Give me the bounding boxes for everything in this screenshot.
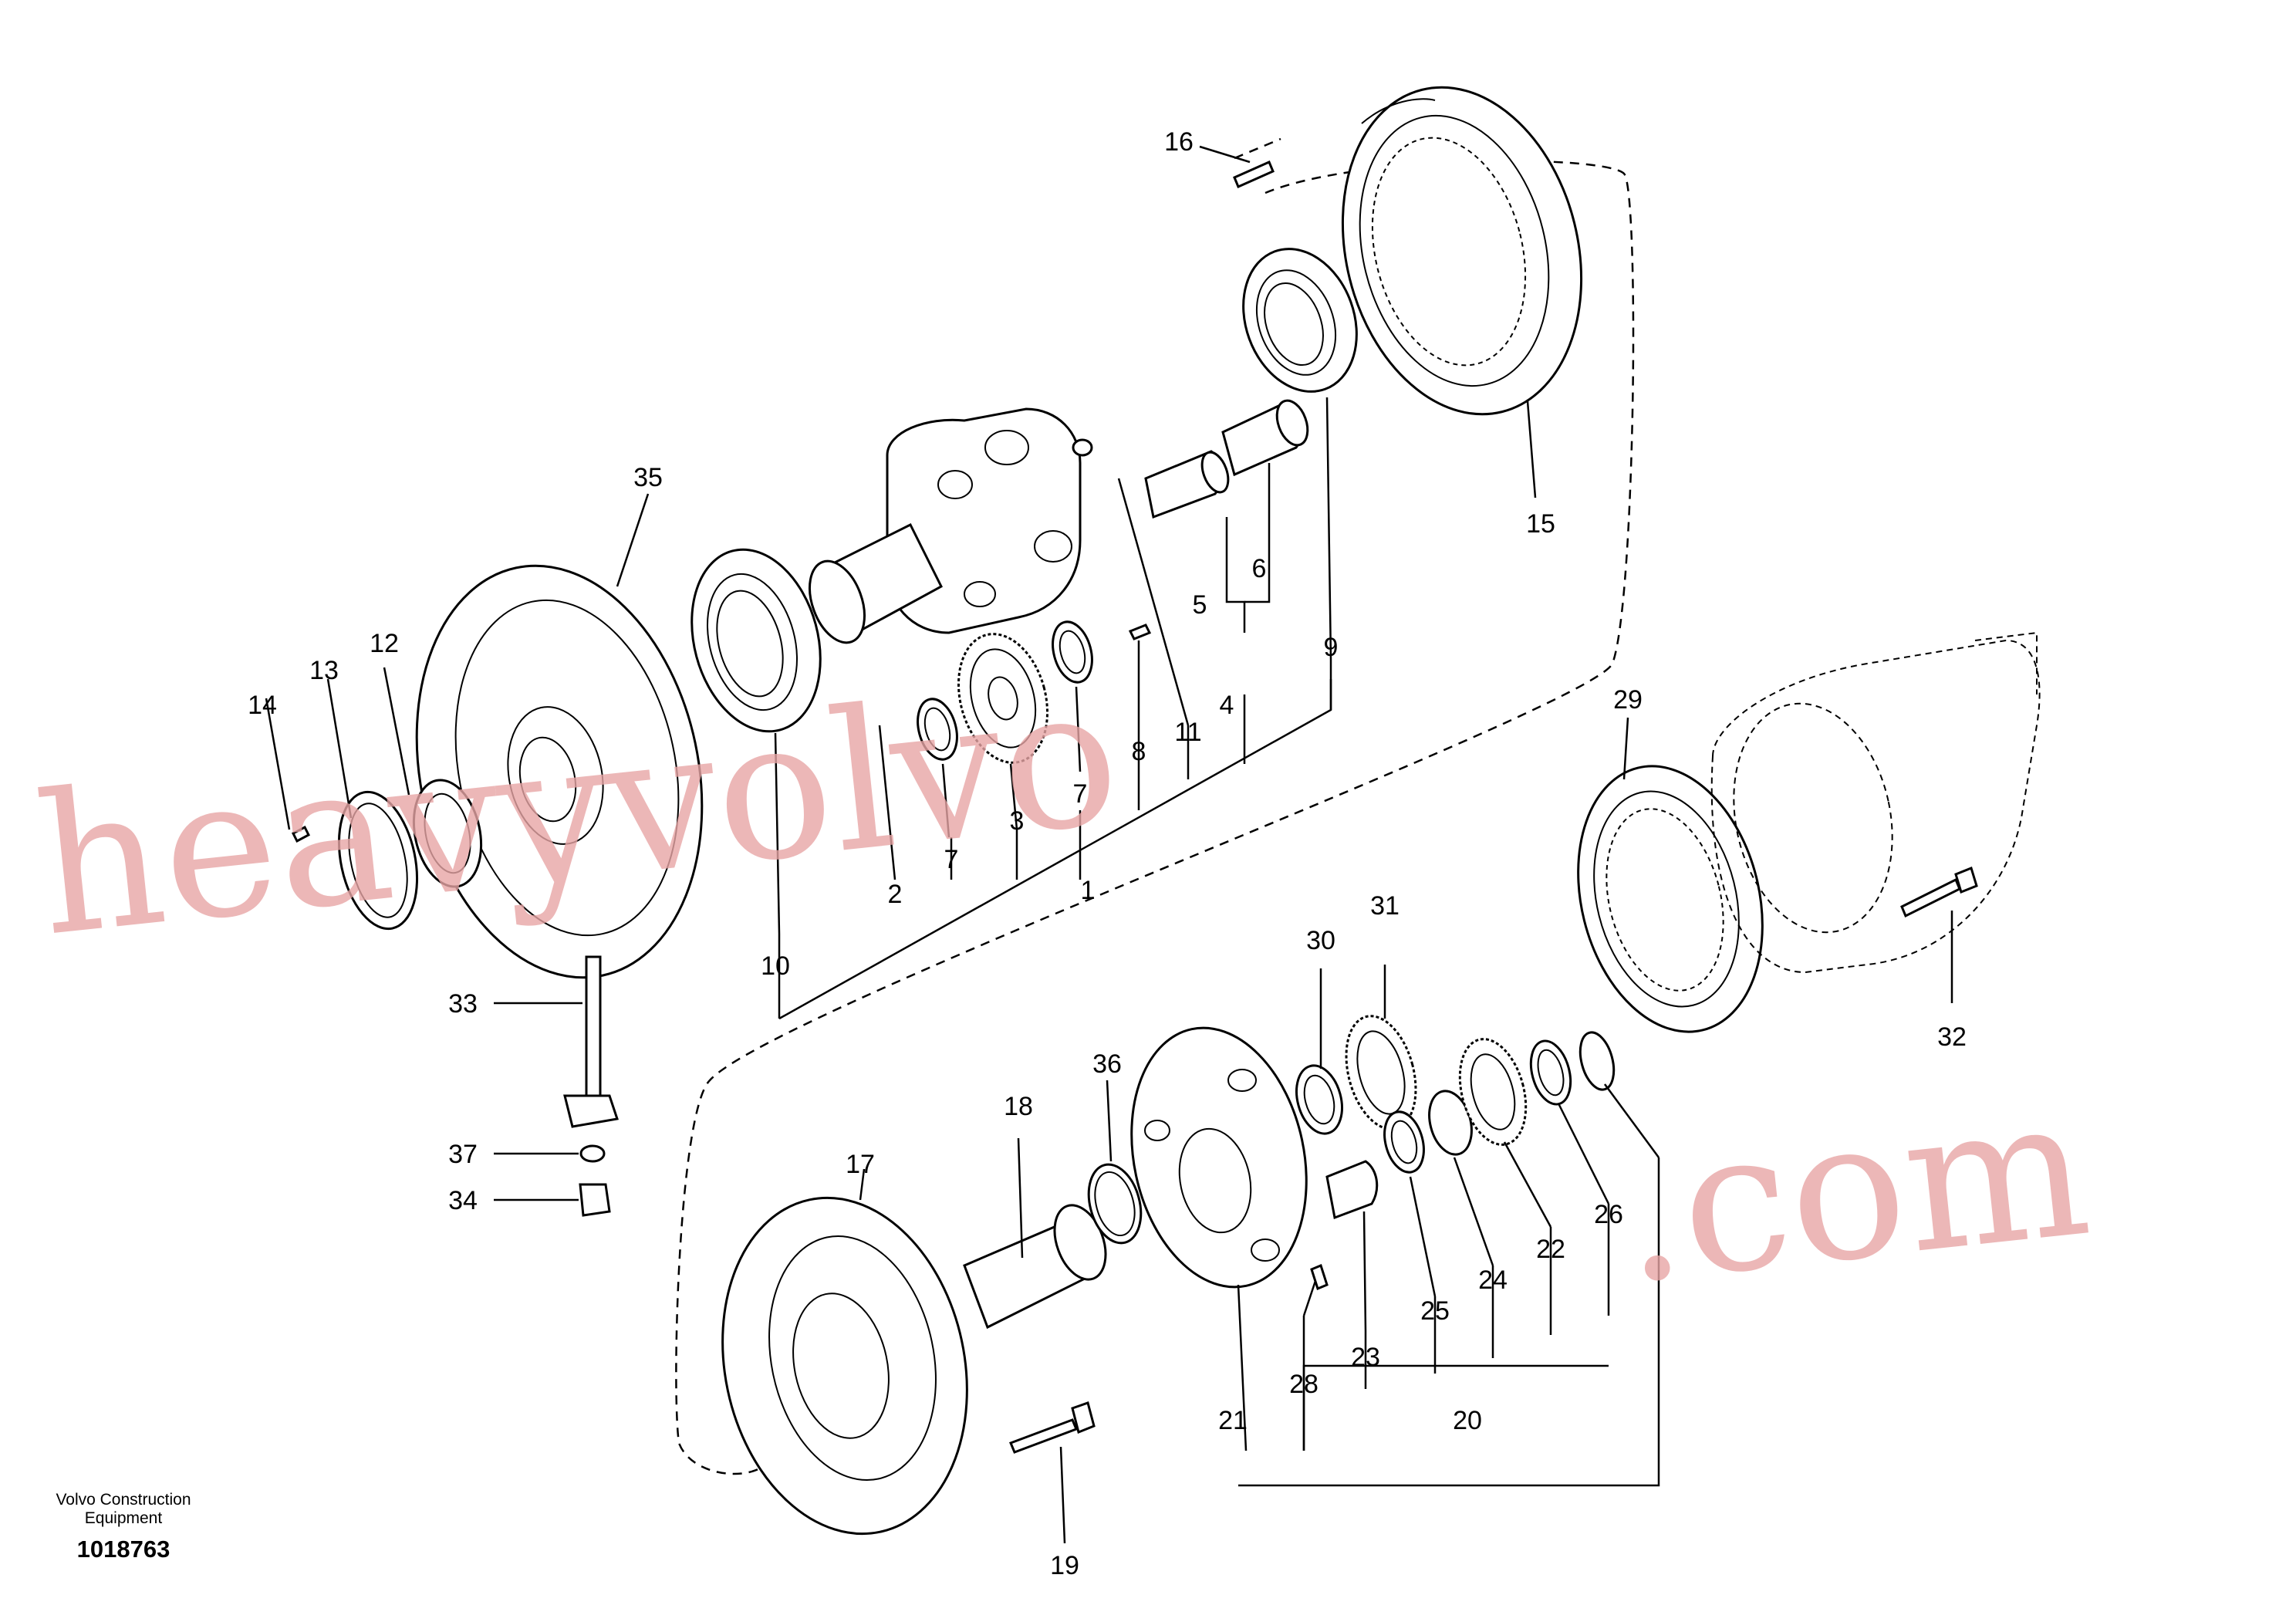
ring-gear-15 xyxy=(1341,86,1583,416)
watermark-text-right: .com xyxy=(1609,1054,2098,1326)
bearing-9 xyxy=(1242,248,1358,393)
part-label-19: 19 xyxy=(1050,1551,1079,1580)
part-label-13: 13 xyxy=(309,656,339,685)
part-label-32: 32 xyxy=(1937,1022,1967,1052)
part-label-10: 10 xyxy=(761,951,790,981)
part-label-15: 15 xyxy=(1526,509,1555,539)
plug-34 xyxy=(579,1183,611,1217)
leader-lines-lower xyxy=(859,965,1660,1544)
part-label-5: 5 xyxy=(1193,590,1207,620)
part-label-3: 3 xyxy=(1010,806,1025,836)
part-label-11: 11 xyxy=(1174,718,1201,747)
planet-carrier-21 xyxy=(1130,1026,1308,1289)
footer: Volvo Construction Equipment 1018763 xyxy=(56,1491,191,1563)
part-label-14: 14 xyxy=(248,691,277,720)
part-label-35: 35 xyxy=(633,463,663,492)
screw-14 xyxy=(292,825,310,843)
part-label-21: 21 xyxy=(1218,1406,1248,1435)
part-label-22: 22 xyxy=(1536,1235,1565,1264)
part-label-28: 28 xyxy=(1289,1370,1319,1399)
part-label-1: 1 xyxy=(1081,876,1096,905)
part-label-6: 6 xyxy=(1252,554,1267,583)
part-label-18: 18 xyxy=(1004,1092,1033,1121)
plug-11 xyxy=(1072,438,1093,457)
part-label-8: 8 xyxy=(1132,737,1146,766)
part-label-12: 12 xyxy=(370,629,399,658)
planet-carrier-2 xyxy=(809,407,1082,644)
ring-gear-29 xyxy=(1577,765,1764,1033)
part-label-4: 4 xyxy=(1220,691,1234,720)
pipe-33 xyxy=(563,955,619,1128)
shaft-23 xyxy=(1325,1160,1379,1220)
thrust-washer-25 xyxy=(1383,1110,1425,1174)
part-label-31: 31 xyxy=(1370,891,1400,921)
seal-12 xyxy=(412,779,483,888)
bearing-10 xyxy=(690,548,822,733)
retaining-plate-13 xyxy=(337,790,419,931)
brand-line-1: Volvo Construction xyxy=(56,1491,191,1509)
leader-lines xyxy=(265,145,1953,1201)
housing-35 xyxy=(415,564,704,979)
part-label-36: 36 xyxy=(1092,1049,1122,1079)
o-ring-37 xyxy=(579,1144,606,1163)
part-label-20: 20 xyxy=(1453,1406,1482,1435)
spring-pin-8 xyxy=(1128,623,1152,640)
snap-ring-36 xyxy=(1087,1163,1143,1245)
part-label-7-left: 7 xyxy=(944,845,959,874)
part-label-33: 33 xyxy=(448,989,478,1019)
travel-motor-outline xyxy=(1710,631,2041,974)
assembly-outline xyxy=(675,160,1635,1475)
planet-gear-22 xyxy=(1458,1038,1528,1146)
part-label-24: 24 xyxy=(1478,1265,1508,1295)
thrust-washer-7-left xyxy=(917,698,958,761)
thrust-washer-30 xyxy=(1295,1064,1343,1135)
part-label-37: 37 xyxy=(448,1140,478,1169)
part-label-26: 26 xyxy=(1594,1200,1623,1229)
part-label-30: 30 xyxy=(1306,926,1335,955)
part-label-23: 23 xyxy=(1351,1343,1380,1372)
pin-5 xyxy=(1144,450,1230,519)
thrust-washer-26 xyxy=(1529,1039,1572,1106)
part-label-17: 17 xyxy=(846,1150,875,1179)
part-label-2: 2 xyxy=(888,880,903,909)
planet-gear-3 xyxy=(957,633,1049,764)
cover-17 xyxy=(721,1196,968,1536)
snap-ring-27 xyxy=(1578,1031,1616,1091)
sun-shaft-18 xyxy=(963,1204,1107,1330)
part-label-25: 25 xyxy=(1420,1296,1450,1326)
part-label-34: 34 xyxy=(448,1186,478,1215)
part-label-29: 29 xyxy=(1613,685,1643,715)
brand-line-2: Equipment xyxy=(85,1509,163,1527)
pin-6 xyxy=(1221,399,1309,477)
part-label-7-right: 7 xyxy=(1073,779,1088,809)
drawing-number: 1018763 xyxy=(77,1536,171,1563)
part-label-9: 9 xyxy=(1324,633,1339,662)
planet-gear-31 xyxy=(1345,1015,1417,1130)
part-labels: 1 2 3 4 5 6 7 7 8 9 10 11 12 13 14 15 16… xyxy=(248,127,1967,1580)
assembly-outline-2 xyxy=(1234,137,1281,160)
part-label-16: 16 xyxy=(1164,127,1194,157)
bolt-19 xyxy=(1009,1401,1096,1454)
pin-16 xyxy=(1233,161,1275,188)
bolt-32 xyxy=(1900,867,1978,918)
thrust-washer-7-right xyxy=(1052,620,1093,684)
